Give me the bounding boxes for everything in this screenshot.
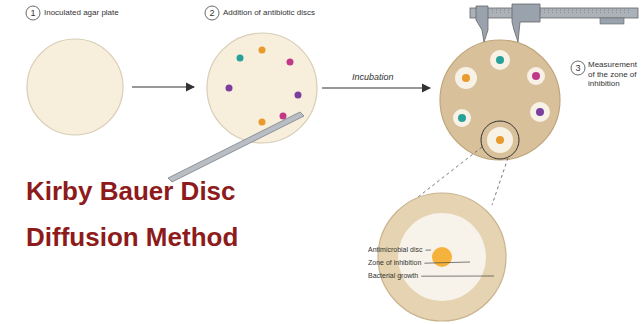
step-label: Inoculated agar plate: [44, 8, 119, 18]
antimicrobial-disc: [432, 247, 452, 267]
caliper: [470, 4, 638, 42]
inhibition-zones: [453, 50, 550, 153]
zoom-ring: [481, 121, 519, 159]
callout-number: 2: [205, 6, 219, 20]
step-label: Measurement of the zone of inhibition: [588, 60, 642, 89]
incubated-plate: [440, 40, 560, 160]
part-label: Bacterial growth: [368, 272, 418, 280]
callout-circle: [205, 6, 219, 20]
antibiotic-discs: [226, 47, 302, 126]
inhibition-zone: [398, 213, 486, 301]
arrow-label: Incubation: [352, 72, 394, 83]
part-label: Zone of inhibition: [368, 259, 421, 267]
part-label: Antimicrobial disc: [368, 246, 422, 254]
callout-circle: [571, 61, 585, 75]
callout-circle: [26, 6, 40, 20]
agar-plate: [27, 39, 123, 135]
callout-number: 1: [26, 6, 40, 20]
arrow: [322, 87, 430, 88]
agar-plate: [207, 33, 317, 143]
forceps: [168, 112, 304, 182]
title: Kirby Bauer Disc Diffusion Method: [26, 168, 246, 260]
zoom-line: [492, 158, 508, 205]
leader-line: [424, 262, 470, 263]
bacterial-lawn: [378, 193, 506, 321]
leader-line: [425, 250, 431, 251]
leader-line: [421, 276, 494, 277]
arrow: [132, 86, 194, 87]
step-label: Addition of antibiotic discs: [223, 8, 315, 18]
callout-number: 3: [571, 61, 585, 75]
